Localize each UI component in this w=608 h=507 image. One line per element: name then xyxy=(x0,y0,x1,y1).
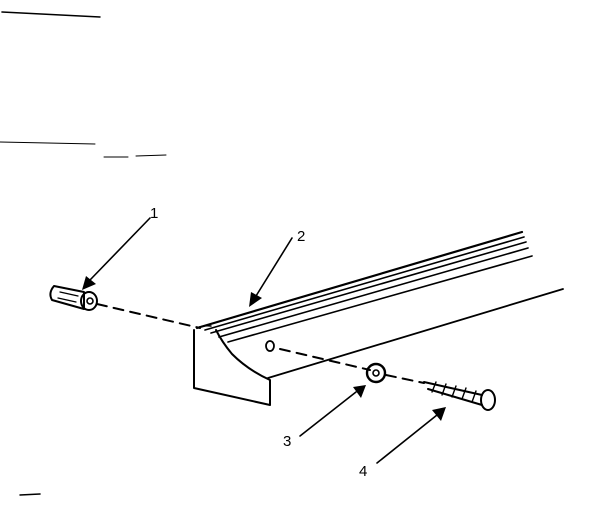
callout-1: 1 xyxy=(150,205,158,222)
assembly-axis xyxy=(96,303,425,384)
arrowhead-1 xyxy=(82,276,96,290)
rail-mounting-hole xyxy=(265,340,275,352)
leader-lines xyxy=(82,217,446,464)
arrowhead-4 xyxy=(432,407,446,421)
callout-4: 4 xyxy=(359,463,367,480)
screw xyxy=(423,381,496,411)
mounting-rail xyxy=(193,230,564,406)
arrowhead-3 xyxy=(353,385,366,398)
leader-line-4 xyxy=(376,414,438,464)
arrowhead-2 xyxy=(249,292,262,307)
washer xyxy=(365,362,387,384)
leader-line-1 xyxy=(89,217,151,281)
callout-labels: 1 2 3 4 xyxy=(150,205,367,480)
callout-3: 3 xyxy=(283,433,291,450)
leader-line-3 xyxy=(299,391,357,437)
scan-artifacts xyxy=(0,11,167,496)
leader-line-2 xyxy=(255,237,293,297)
wall-anchor xyxy=(49,285,98,311)
callout-2: 2 xyxy=(297,228,305,245)
